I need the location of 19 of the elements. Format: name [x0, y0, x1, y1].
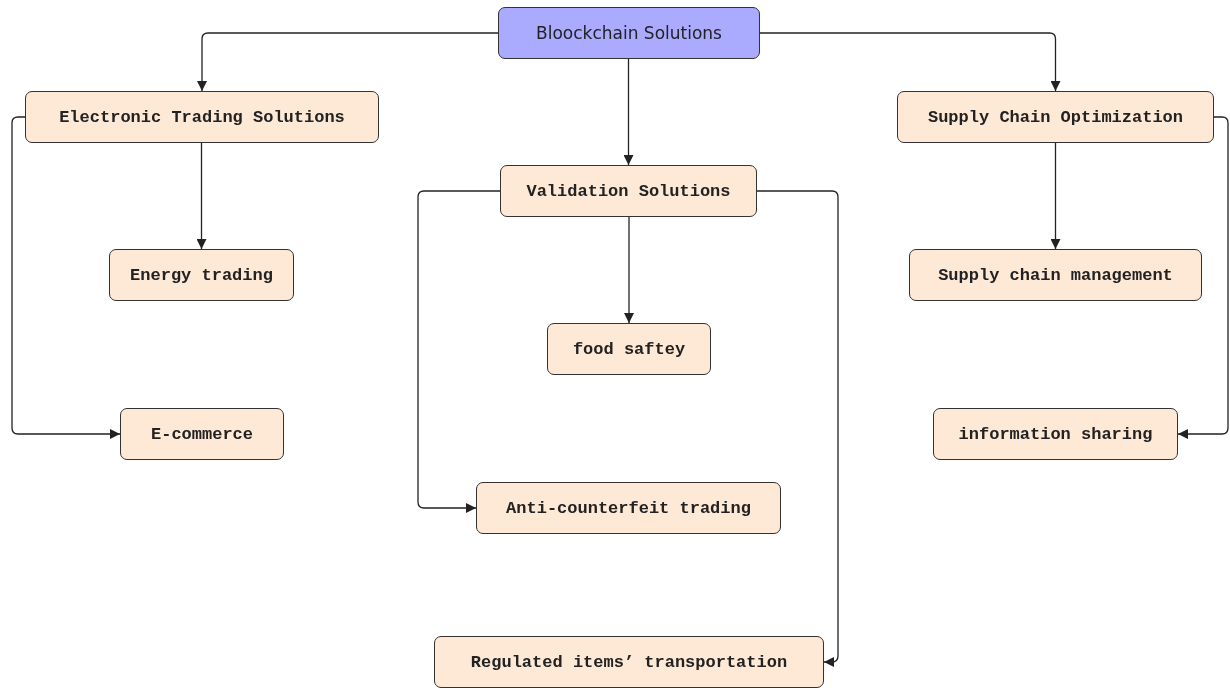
process-box: Supply Chain Optimization — [897, 91, 1214, 143]
root-box: Bloockchain Solutions — [498, 7, 760, 59]
arrow — [759, 32, 1061, 92]
arrow — [756, 190, 839, 667]
arrow — [196, 142, 207, 250]
arrow — [1050, 142, 1061, 250]
process-box: Validation Solutions — [500, 165, 757, 217]
arrow — [624, 216, 634, 324]
process-box: E-commerce — [120, 408, 284, 460]
arrow — [623, 58, 634, 166]
process-box: information sharing — [933, 408, 1178, 460]
arrow — [417, 190, 501, 513]
process-box: Electronic Trading Solutions — [25, 91, 379, 143]
process-box: food saftey — [547, 323, 711, 375]
process-box: Anti-counterfeit trading — [476, 482, 781, 534]
arrow — [197, 32, 499, 92]
process-box: Energy trading — [109, 249, 294, 301]
process-box: Supply chain management — [909, 249, 1202, 301]
process-box: Regulated items’ transportation — [434, 636, 824, 688]
